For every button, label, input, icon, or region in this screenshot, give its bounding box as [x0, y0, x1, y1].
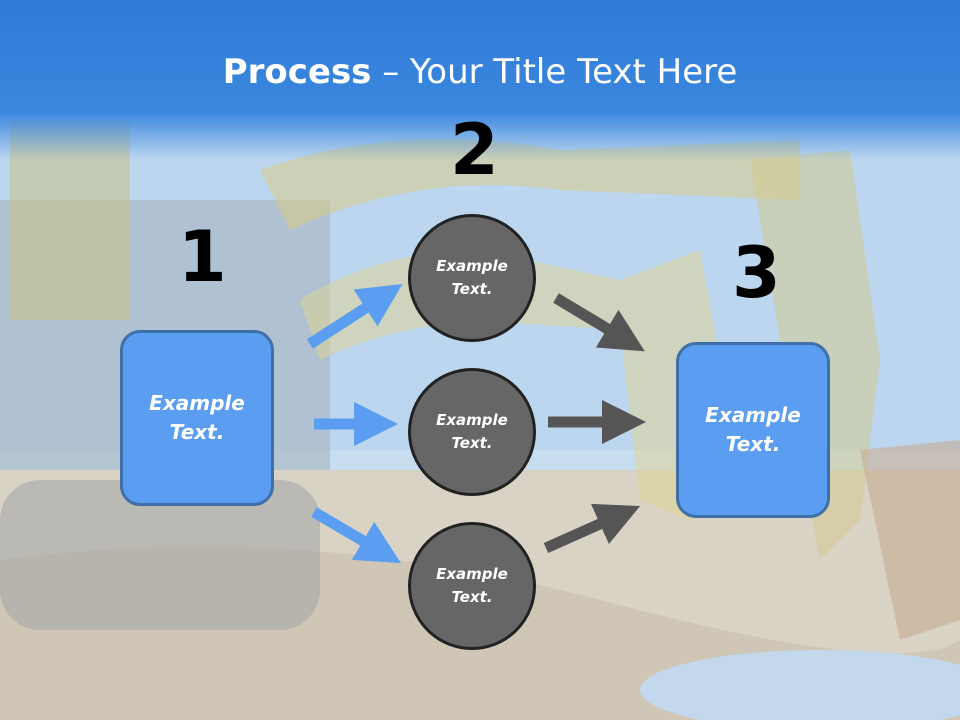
title-bold: Process [222, 52, 372, 92]
title-bar [0, 0, 960, 160]
gray-arrow-up [543, 503, 641, 554]
slide-title: Process – Your Title Text Here [0, 52, 960, 92]
step-number-2: 2 [450, 109, 499, 191]
title-rest: – Your Title Text Here [371, 52, 738, 92]
step-number-1: 1 [178, 216, 227, 298]
step-number-3: 3 [732, 232, 781, 314]
gray-arrow-down [553, 293, 645, 352]
blue-arrow-down [311, 507, 401, 564]
blue-arrow-up [307, 284, 403, 349]
